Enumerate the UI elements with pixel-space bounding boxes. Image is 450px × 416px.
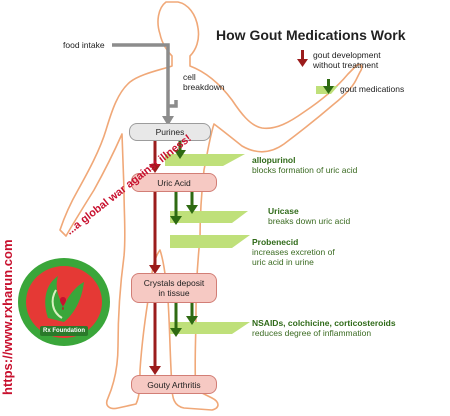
cell-breakdown-label: cell breakdown [183,72,225,92]
cell-breakdown-line [168,100,178,108]
food-intake-line [112,43,170,120]
medication-name: Probenecid [252,237,299,247]
watermark-url-text: https://www.rxharun.com [0,239,15,395]
band-nsaids [170,322,250,334]
red-arrows [149,139,161,375]
medication-description: breaks down uric acid [268,216,351,226]
band-probenecid [170,235,250,248]
rx-foundation-seal [18,258,110,346]
node-gouty-arthritis: Gouty Arthritis [131,375,217,394]
legend-green-arrow [323,79,334,94]
legend-red-arrow [297,50,308,67]
medication-probenecid: Probenecid increases excretion of uric a… [252,237,335,267]
green-arrows [170,139,198,337]
medication-description: blocks formation of uric acid [252,165,358,175]
node-uric-acid: Uric Acid [131,173,217,192]
node-purines: Purines [129,123,211,141]
watermark-center-label: Rx Foundation [43,328,85,334]
medication-uricase: Uricase breaks down uric acid [268,206,350,226]
medication-name: Uricase [268,206,299,216]
medication-allopurinol: allopurinol blocks formation of uric aci… [252,155,357,175]
medication-nsaids: NSAIDs, colchicine, corticosteroids redu… [252,318,396,338]
legend-red-label: gout development without treatment [313,50,381,70]
gray-arrowhead [162,116,174,126]
page-title: How Gout Medications Work [216,27,406,43]
band-uricase [170,211,248,223]
medication-description: reduces degree of inflammation [252,328,372,338]
legend-green-label: gout medications [340,84,405,94]
medication-name: allopurinol [252,155,296,165]
medication-name: NSAIDs, colchicine, corticosteroids [252,318,396,328]
medication-description: increases excretion of uric acid in urin… [252,247,335,267]
band-allopurinol [165,154,245,166]
food-intake-label: food intake [63,40,105,50]
node-crystals-deposit: Crystals deposit in tissue [131,273,217,303]
